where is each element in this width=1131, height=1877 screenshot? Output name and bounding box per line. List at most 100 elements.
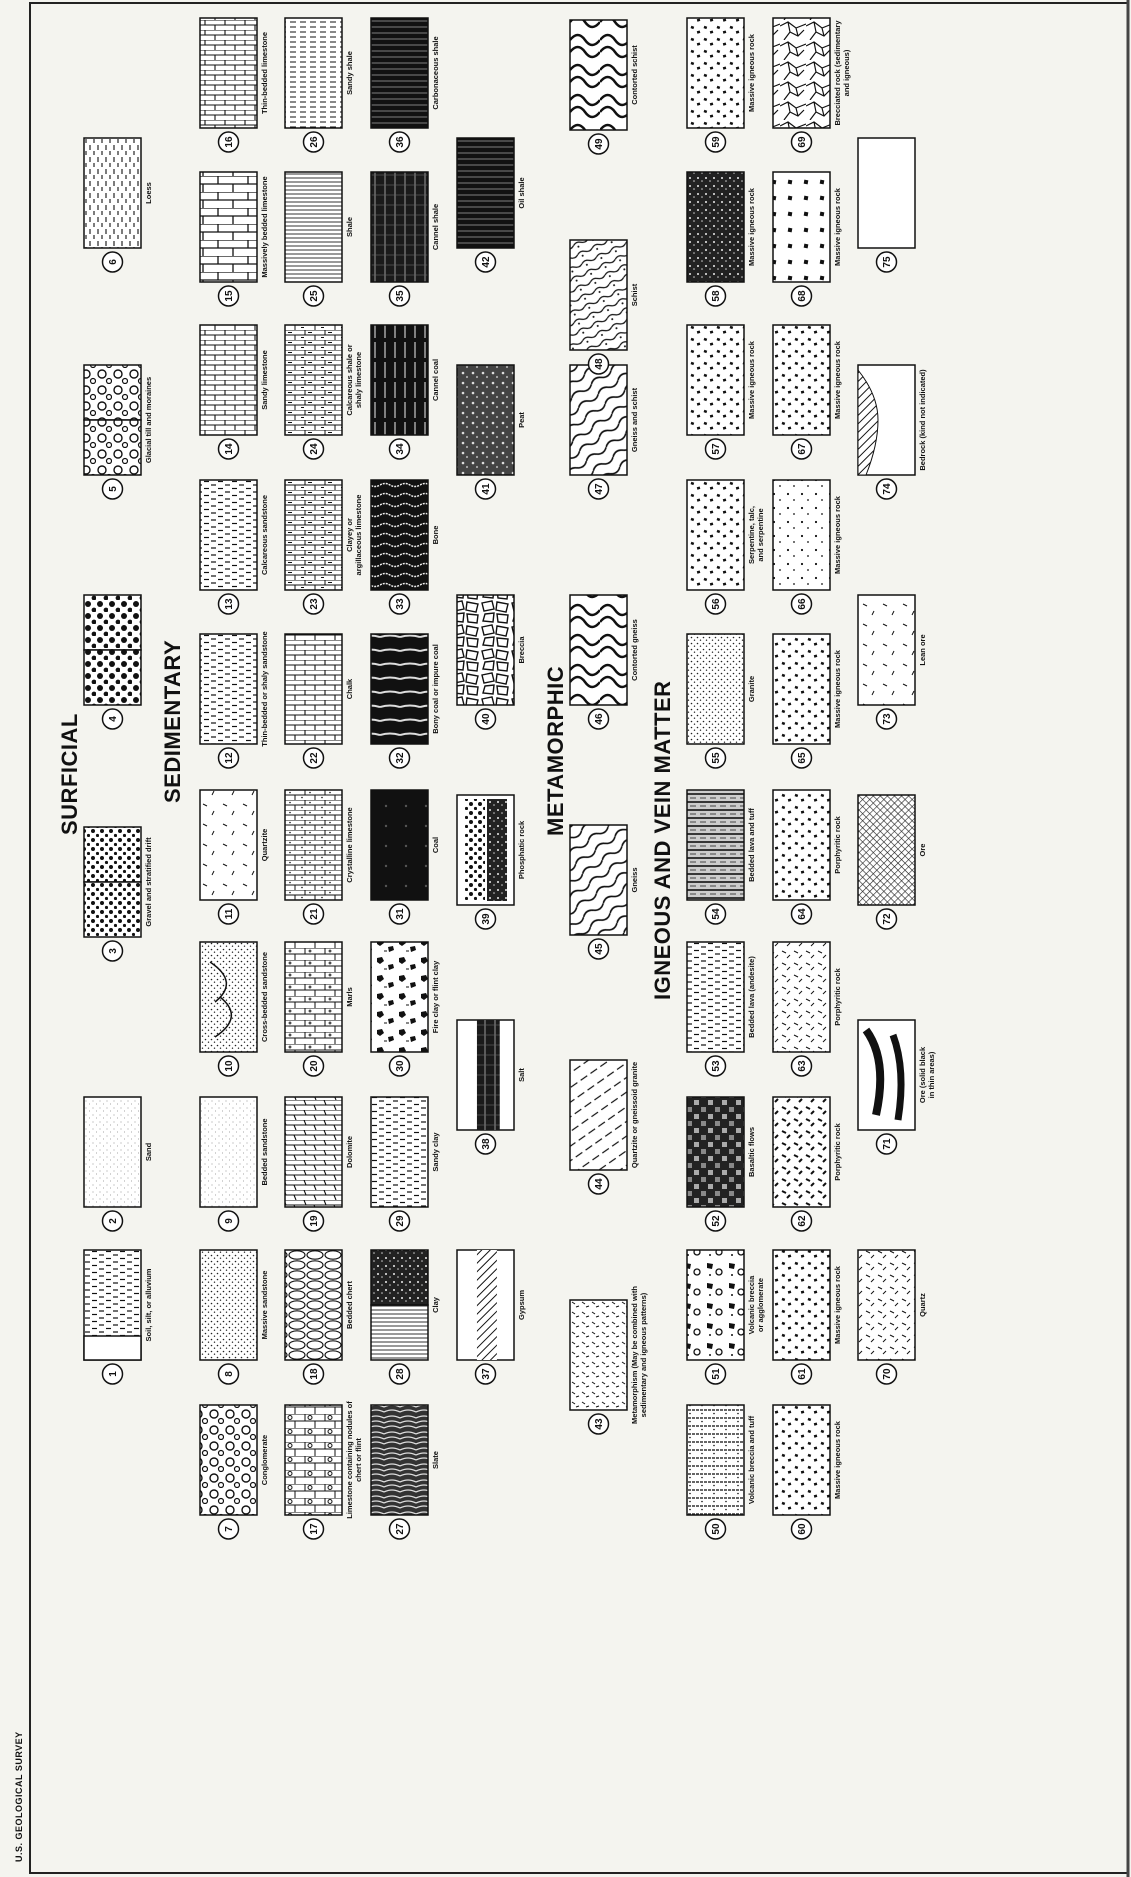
pattern-number: 30 [395,1060,406,1072]
pattern-number: 33 [395,598,406,610]
pattern-number: 10 [224,1060,235,1072]
pattern-number: 5 [108,486,119,492]
pattern-caption: Bedded lava (andesite) [747,956,756,1038]
pattern-number: 64 [797,908,808,920]
pattern-caption: Fire clay or flint clay [431,960,440,1033]
pattern-caption: Breccia [517,636,526,664]
pattern-tile-7: 7Conglomerate [200,1405,269,1539]
pattern-tile-21: 21Crystalline limestone [285,790,354,924]
pattern-number: 18 [309,1368,320,1380]
pattern-tile-62: 62 Porphyritic rock [773,1097,842,1231]
pattern-caption: Cross-bedded sandstone [260,952,269,1042]
pattern-caption: Thin-bedded or shaly sandstone [260,631,269,746]
pattern-tile-64: 64 Porphyritic rock [773,790,842,924]
pattern-caption: Soil, silt, or alluvium [144,1268,153,1341]
pattern-number: 16 [224,136,235,148]
pattern-tile-65: 65Massive igneous rock [773,634,842,768]
pattern-number: 14 [224,443,235,455]
pattern-number: 66 [797,598,808,610]
pattern-caption: Crystalline limestone [345,807,354,882]
pattern-number: 9 [224,1218,235,1224]
pattern-caption: Gneiss [630,867,639,892]
pattern-tile-67: 67Massive igneous rock [773,325,842,459]
pattern-tile-12: 12Thin-bedded or shaly sandstone [200,631,269,768]
pattern-number: 75 [882,256,893,268]
pattern-tile-32: 32Bony coal or impure coal [371,634,440,768]
pattern-caption: Phosphatic rock [517,820,526,879]
pattern-caption: Bone [431,526,440,545]
pattern-number: 70 [882,1368,893,1380]
pattern-caption: Cannel coal [431,359,440,401]
pattern-tile-71: 71Ore (solid blackin thin areas) [858,1020,936,1154]
pattern-caption: Lean ore [918,634,927,665]
pattern-number: 8 [224,1371,235,1377]
pattern-tile-29: 29Sandy clay [371,1097,440,1231]
pattern-caption: Massive igneous rock [747,340,756,419]
pattern-tile-59: 59Massive igneous rock [687,18,756,152]
pattern-number: 31 [395,908,406,920]
pattern-caption: Coal [431,837,440,853]
pattern-number: 56 [711,598,722,610]
pattern-tile-20: 20Marls [285,942,354,1076]
pattern-caption: Basaltic flows [747,1127,756,1177]
pattern-number: 50 [711,1523,722,1535]
pattern-number: 34 [395,443,406,455]
pattern-caption: Calcareous shale orshaly limestone [345,344,363,415]
pattern-number: 36 [395,136,406,148]
pattern-caption: Contorted gneiss [630,619,639,681]
pattern-tile-34: 34 Cannel coal [371,325,440,459]
pattern-number: 68 [797,290,808,302]
pattern-caption: Massive igneous rock [747,187,756,266]
pattern-tile-4: 4 [84,595,141,729]
pattern-number: 62 [797,1215,808,1227]
pattern-caption: Loess [144,182,153,204]
pattern-number: 25 [309,290,320,302]
pattern-number: 53 [711,1060,722,1072]
pattern-number: 57 [711,443,722,455]
pattern-caption: Chalk [345,678,354,699]
pattern-caption: Contorted schist [630,45,639,105]
pattern-number: 19 [309,1215,320,1227]
pattern-number: 24 [309,443,320,455]
pattern-caption: Limestone containing nodules ofchert or … [345,1401,363,1519]
pattern-caption: Ore (solid blackin thin areas) [918,1046,936,1103]
pattern-caption: Massive sandstone [260,1271,269,1340]
pattern-number: 41 [481,483,492,495]
pattern-tile-63: 63Porphyritic rock [773,942,842,1076]
pattern-tile-46: 46 Contorted gneiss [570,595,639,729]
pattern-tile-30: 30 Fire clay or flint clay [371,942,440,1076]
pattern-tile-56: 56Serpentine, talc,and serpentine [687,480,765,614]
pattern-tile-75: 75 [858,138,915,272]
pattern-number: 60 [797,1523,808,1535]
pattern-tile-61: 61Massive igneous rock [773,1250,842,1384]
pattern-tile-55: 55Granite [687,634,756,768]
pattern-caption: Massive igneous rock [833,495,842,574]
pattern-caption: Porphyritic rock [833,815,842,873]
pattern-tile-68: 68Massive igneous rock [773,172,842,306]
pattern-caption: Massive igneous rock [833,1265,842,1344]
pattern-number: 46 [594,713,605,725]
section-title-sedimentary: SEDIMENTARY [160,640,185,803]
pattern-number: 52 [711,1215,722,1227]
pattern-number: 2 [108,1218,119,1224]
pattern-caption: Porphyritic rock [833,1122,842,1180]
pattern-tile-70: 70Quartz [858,1250,927,1384]
pattern-tile-3: 3Gravel and stratified drift [84,827,153,961]
pattern-tile-27: 27Slate [371,1405,440,1539]
pattern-number: 67 [797,443,808,455]
pattern-tile-54: 54Bedded lava and tuff [687,790,756,924]
pattern-tile-33: 33 Bone [371,480,440,614]
pattern-number: 3 [108,948,119,954]
section-title-surficial: SURFICIAL [57,713,82,835]
pattern-number: 32 [395,752,406,764]
pattern-caption: Thin-bedded limestone [260,32,269,114]
